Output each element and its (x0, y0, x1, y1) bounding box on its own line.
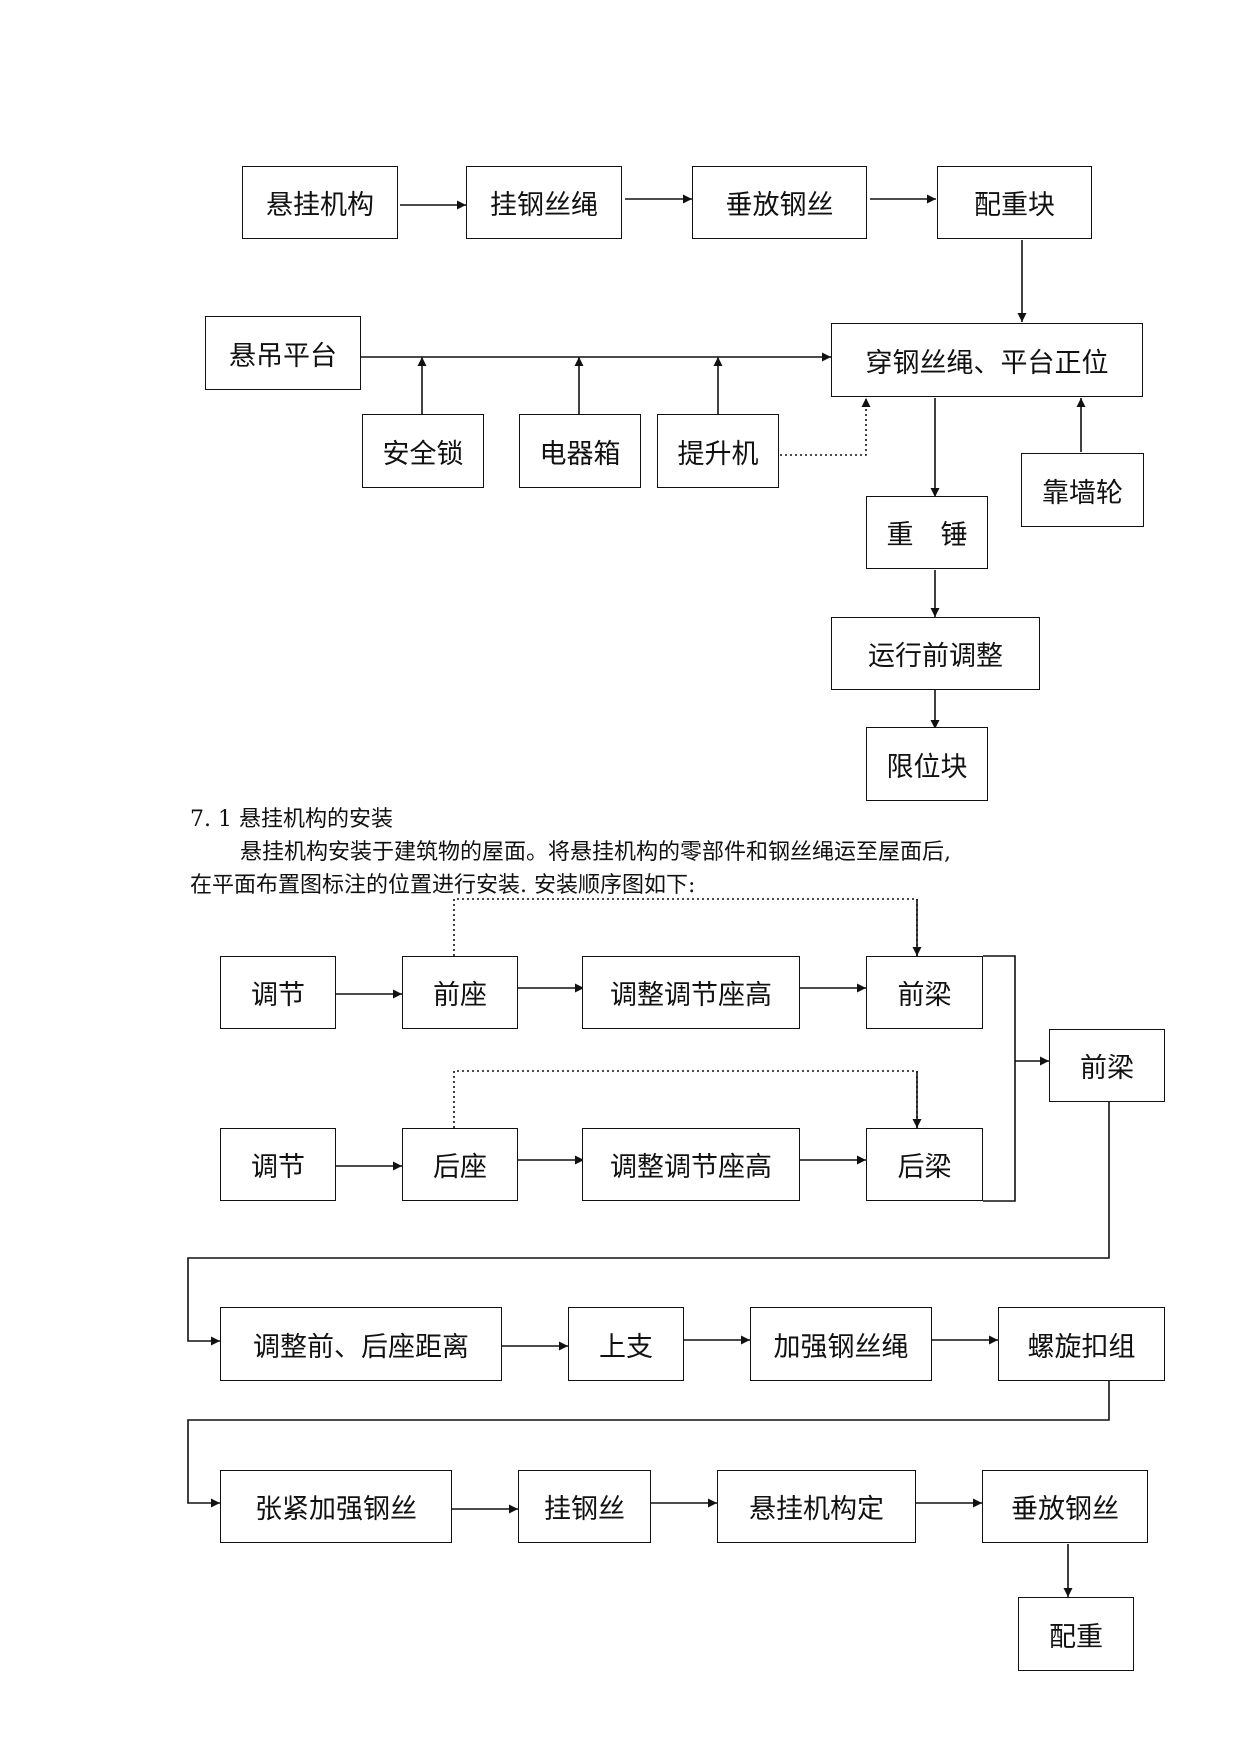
box-electrical-box: 电器箱 (519, 414, 641, 488)
box-fix-suspension-mechanism: 悬挂机构定 (717, 1470, 916, 1543)
arrow-c13-c14 (187, 1380, 1110, 1508)
box-thread-rope-platform-position: 穿钢丝绳、平台正位 (831, 323, 1143, 397)
box-adjust-seat-distance: 调整前、后座距离 (220, 1307, 502, 1381)
box-hoist: 提升机 (657, 414, 779, 488)
paragraph-line-1: 悬挂机构安装于建筑物的屋面。将悬挂机构的零部件和钢丝绳运至屋面后, (240, 840, 951, 865)
section-heading: 7. 1 悬挂机构的安装 (190, 807, 393, 832)
box-front-beam: 前梁 (866, 956, 983, 1029)
box-suspension-mechanism: 悬挂机构 (242, 166, 398, 239)
box-front-beam-merged: 前梁 (1049, 1029, 1165, 1102)
box-lower-wire-2: 垂放钢丝 (982, 1470, 1148, 1543)
box-lower-wire: 垂放钢丝 (692, 166, 867, 239)
box-reinforce-wire-rope: 加强钢丝绳 (750, 1307, 932, 1381)
box-pre-run-adjustment: 运行前调整 (831, 617, 1040, 690)
box-counterweight: 配重 (1018, 1597, 1134, 1671)
box-turnbuckle-group: 螺旋扣组 (998, 1307, 1165, 1381)
dotted-c7-c9 (453, 1070, 918, 1128)
box-adjust-seat-height-1: 调整调节座高 (582, 956, 800, 1029)
dotted-c2-c4 (453, 898, 918, 956)
box-limit-block: 限位块 (866, 727, 988, 801)
box-adjust-2: 调节 (220, 1128, 336, 1201)
box-rear-beam: 后梁 (866, 1128, 983, 1201)
box-tension-reinforce-wire: 张紧加强钢丝 (220, 1470, 452, 1543)
bracket-c4-c9 (983, 955, 1016, 1202)
box-hang-wire-rope: 挂钢丝绳 (466, 166, 622, 239)
box-upper-support: 上支 (568, 1307, 684, 1381)
box-adjust-seat-height-2: 调整调节座高 (582, 1128, 800, 1201)
arrow-c5-c10 (187, 1102, 1110, 1346)
box-hang-wire: 挂钢丝 (518, 1470, 651, 1543)
box-front-seat: 前座 (402, 956, 518, 1029)
box-counterweight-block: 配重块 (937, 166, 1092, 239)
box-safety-lock: 安全锁 (362, 414, 484, 488)
box-suspended-platform: 悬吊平台 (205, 316, 361, 390)
paragraph-line-2: 在平面布置图标注的位置进行安装. 安装顺序图如下: (190, 873, 696, 898)
box-rear-seat: 后座 (402, 1128, 518, 1201)
dotted-b9-b6 (780, 398, 871, 456)
box-heavy-hammer: 重 锤 (866, 496, 988, 569)
box-adjust-1: 调节 (220, 956, 336, 1029)
box-wall-wheel: 靠墙轮 (1021, 453, 1144, 527)
